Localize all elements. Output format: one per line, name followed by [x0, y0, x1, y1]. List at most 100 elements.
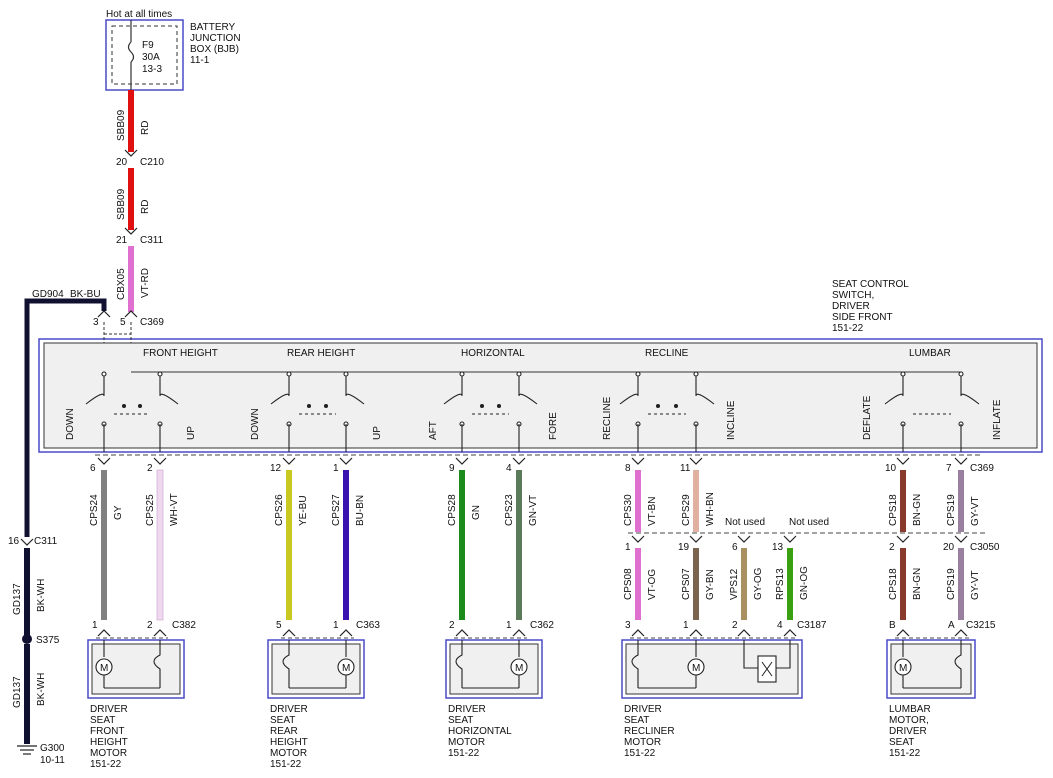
pos-front-down: DOWN [65, 408, 76, 440]
lumbar-bot-pin-1: B [889, 620, 896, 631]
motor-m-2: M [342, 663, 350, 674]
fh-pin-2: 2 [147, 620, 153, 631]
upper-wire-3: 12 CPS26 YE-BU [270, 457, 309, 620]
wire-cps30 [635, 470, 641, 532]
section-front-height: FRONT HEIGHT [143, 348, 218, 359]
gd904-circuit: GD904 [32, 289, 64, 300]
wire-cps24 [101, 470, 107, 620]
upper-pin-8: 11 [680, 463, 691, 474]
wire-cps18-a [900, 470, 906, 532]
lumbar-bot-pin-2: A [948, 620, 955, 631]
wire-cps18-b [900, 548, 906, 620]
pos-fore: FORE [548, 412, 559, 440]
splice-s375: S375 [36, 635, 60, 646]
upper-pin-4: 1 [333, 463, 339, 474]
cps08-color: VT-OG [647, 569, 658, 600]
bjb-label-1: BATTERY [190, 22, 236, 33]
fuse-ref: 13-3 [142, 64, 162, 75]
cps25-circuit: CPS25 [145, 494, 156, 526]
connector-c311-gnd-icon [20, 538, 34, 546]
motor-horizontal-limit-icon [455, 640, 463, 688]
splice-s375-icon [22, 634, 32, 644]
upper-pin-6: 4 [506, 463, 512, 474]
ground-g300-ref: 10-11 [40, 755, 65, 766]
switch-title-3: DRIVER [832, 301, 870, 312]
svg-text:HEIGHT: HEIGHT [90, 737, 128, 748]
recline-lower-3: 6 VPS12 GY-OG 2 [729, 535, 764, 631]
gd904-color: BK-BU [70, 289, 101, 300]
wire-cps19-a [958, 470, 964, 532]
recline-lower-2: 19 CPS07 GY-BN 1 [678, 535, 716, 631]
upper-wire-4: 1 CPS27 BU-BN [331, 457, 366, 620]
motor-label-horizontal: DRIVER SEAT HORIZONTAL MOTOR 151-22 [448, 704, 512, 759]
wire-vps12 [741, 548, 747, 620]
svg-text:HEIGHT: HEIGHT [270, 737, 308, 748]
c369-name-top: C369 [140, 317, 164, 328]
c3215-name: C3215 [966, 620, 996, 631]
svg-text:SEAT: SEAT [90, 715, 115, 726]
cps07-color: GY-BN [705, 569, 716, 600]
cps23-color: GN-VT [528, 495, 539, 526]
motor-front-height-box [87, 639, 185, 699]
c210-pin: 20 [116, 157, 128, 168]
gd137-a-color: BK-WH [36, 579, 47, 612]
recline-lower-4: 13 RPS13 GN-OG 4 [772, 535, 810, 631]
upper-wire-9: 10 CPS18 BN-GN [885, 457, 923, 532]
motor-recliner-limit-icon [631, 640, 639, 688]
upper-pin-2: 2 [147, 463, 153, 474]
cps07-circuit: CPS07 [681, 568, 692, 600]
recline-mid-pin-3: 6 [732, 542, 738, 553]
motor-m-3: M [515, 663, 523, 674]
switch-rear-height-icon [270, 371, 365, 452]
gd137-a-circuit: GD137 [12, 583, 23, 615]
not-used-2: Not used [789, 517, 829, 528]
recline-mid-pin-2: 19 [678, 542, 690, 553]
motor-recliner-box [621, 639, 803, 699]
wire-rps13 [787, 548, 793, 620]
recline-mid-pin-1: 1 [625, 542, 631, 553]
upper-pin-5: 9 [449, 463, 455, 474]
switch-lumbar-icon [884, 371, 980, 452]
recline-mid-pin-4: 13 [772, 542, 784, 553]
ground-g300: G300 [40, 743, 65, 754]
svg-text:MOTOR: MOTOR [270, 748, 307, 759]
cps30-color: VT-BN [647, 497, 658, 526]
switch-title-2: SWITCH, [832, 290, 874, 301]
svg-text:SEAT: SEAT [270, 715, 295, 726]
motor-conn-pins: 1 2 5 1 2 1 [92, 620, 512, 631]
wire-cbx05-color: VT-RD [140, 268, 151, 298]
upper-pin-7: 8 [625, 463, 631, 474]
svg-text:MOTOR: MOTOR [624, 737, 661, 748]
bjb-label-3: BOX (BJB) [190, 44, 239, 55]
switch-title-5: 151-22 [832, 323, 864, 334]
motor-label-recliner: DRIVER SEAT RECLINER MOTOR 151-22 [624, 704, 675, 759]
cps19b-circuit: CPS19 [946, 568, 957, 600]
c369-name-bottom: C369 [970, 463, 994, 474]
svg-text:DRIVER: DRIVER [448, 704, 486, 715]
svg-text:MOTOR,: MOTOR, [889, 715, 929, 726]
cps18b-color: BN-GN [912, 568, 923, 600]
switch-recline-icon [619, 371, 715, 452]
motor-label-front-height: DRIVER SEAT FRONT HEIGHT MOTOR 151-22 [90, 704, 128, 770]
pos-aft: AFT [428, 421, 439, 440]
recline-bot-pin-3: 2 [732, 620, 738, 631]
bjb-label-2: JUNCTION [190, 33, 241, 44]
bottom-connector-arrows-icon [97, 629, 968, 637]
c210-name: C210 [140, 157, 164, 168]
pos-recline: RECLINE [602, 396, 613, 440]
wire-cps29 [693, 470, 699, 532]
recline-bot-pin-1: 3 [625, 620, 631, 631]
wire-sbb09-a-circuit: SBB09 [116, 109, 127, 141]
section-rear-height: REAR HEIGHT [287, 348, 355, 359]
cps27-color: BU-BN [355, 495, 366, 526]
recline-bot-pin-4: 4 [777, 620, 783, 631]
cps26-color: YE-BU [298, 495, 309, 526]
motor-m-1: M [100, 663, 108, 674]
cps28-circuit: CPS28 [447, 494, 458, 526]
c3187-name: C3187 [797, 620, 827, 631]
motor-label-rear-height: DRIVER SEAT REAR HEIGHT MOTOR 151-22 [270, 704, 308, 770]
switch-title-1: SEAT CONTROL [832, 279, 909, 290]
gnd-c311-pin: 16 [8, 536, 20, 547]
c382-name: C382 [172, 620, 196, 631]
